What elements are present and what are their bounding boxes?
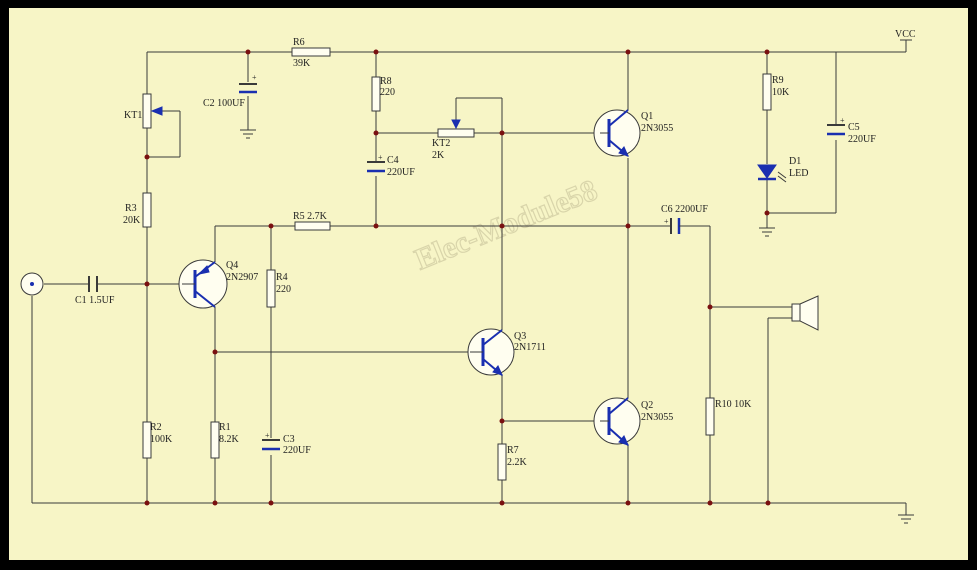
- r5-label: R5 2.7K: [293, 211, 328, 222]
- q1-type: 2N3055: [641, 123, 673, 134]
- svg-text:+: +: [664, 217, 669, 226]
- svg-text:+: +: [378, 153, 383, 162]
- r4-name: R4: [276, 272, 288, 283]
- vcc-label: VCC: [895, 29, 916, 40]
- junction-dots: [144, 49, 771, 506]
- r9-value: 10K: [772, 87, 790, 98]
- r7-value: 2.2K: [507, 457, 528, 468]
- resistor-r10: R10 10K: [705, 397, 752, 436]
- r8-value: 220: [380, 87, 395, 98]
- r8-name: R8: [380, 76, 392, 87]
- r4-value: 220: [276, 284, 291, 295]
- ground-symbol-led: [759, 227, 775, 237]
- resistor-r7: R7 2.2K: [497, 443, 528, 481]
- r6-value: 39K: [293, 58, 311, 69]
- c4-value: 220UF: [387, 167, 415, 178]
- watermark: Elec-Module58: [410, 173, 602, 276]
- resistor-r5: R5 2.7K: [293, 211, 331, 231]
- led-d1: D1 LED: [757, 156, 808, 183]
- input-jack: [20, 272, 44, 296]
- q3-name: Q3: [514, 331, 526, 342]
- ground-symbol-c2: [240, 129, 256, 139]
- c4-name: C4: [387, 155, 399, 166]
- q1-name: Q1: [641, 111, 653, 122]
- q2-name: Q2: [641, 400, 653, 411]
- capacitor-c6: + C6 2200UF: [661, 204, 708, 234]
- r3-value: 20K: [123, 215, 141, 226]
- transistor-q2: Q2 2N3055: [593, 397, 673, 446]
- svg-text:+: +: [840, 116, 845, 125]
- c1-label: C1 1.5UF: [75, 295, 115, 306]
- ground-symbol-main: [898, 514, 914, 524]
- transistor-q4: Q4 2N2907: [178, 259, 258, 309]
- resistor-r8: R8 220: [371, 76, 395, 112]
- resistor-r1: R1 8.2K: [210, 421, 240, 459]
- r7-name: R7: [507, 445, 519, 456]
- c5-name: C5: [848, 122, 860, 133]
- c3-name: C3: [283, 434, 295, 445]
- svg-text:+: +: [252, 73, 257, 82]
- resistor-r4: R4 220: [266, 269, 291, 308]
- resistor-r9: R9 10K: [762, 73, 790, 111]
- speaker-icon: [791, 295, 819, 331]
- resistor-r6: R6 39K: [291, 37, 331, 69]
- capacitor-c5: + C5 220UF: [827, 116, 876, 145]
- r9-name: R9: [772, 75, 784, 86]
- transistor-q1: Q1 2N3055: [593, 109, 673, 157]
- capacitor-c3: + C3 220UF: [262, 431, 311, 456]
- kt1-label: KT1: [124, 110, 142, 121]
- capacitor-c4: + C4 220UF: [367, 153, 415, 178]
- r2-value: 100K: [150, 434, 173, 445]
- c6-label: C6 2200UF: [661, 204, 708, 215]
- c3-value: 220UF: [283, 445, 311, 456]
- svg-text:+: +: [265, 431, 270, 440]
- q2-type: 2N3055: [641, 412, 673, 423]
- kt2-name: KT2: [432, 138, 450, 149]
- capacitor-c1: C1 1.5UF: [75, 276, 115, 306]
- r3-name: R3: [125, 203, 137, 214]
- transistor-q3: Q3 2N1711: [467, 328, 546, 376]
- capacitor-c2: + C2 100UF: [203, 73, 257, 109]
- c5-value: 220UF: [848, 134, 876, 145]
- kt2-value: 2K: [432, 150, 445, 161]
- r10-label: R10 10K: [715, 399, 752, 410]
- resistor-r2: R2 100K: [142, 421, 173, 459]
- d1-value: LED: [789, 168, 808, 179]
- r1-value: 8.2K: [219, 434, 240, 445]
- potentiometer-kt1: KT1: [124, 93, 163, 129]
- q4-name: Q4: [226, 260, 238, 271]
- q4-type: 2N2907: [226, 272, 258, 283]
- r1-name: R1: [219, 422, 231, 433]
- resistor-r3: R3 20K: [123, 192, 152, 228]
- potentiometer-kt2: KT2 2K: [432, 119, 475, 161]
- c2-label: C2 100UF: [203, 98, 245, 109]
- r6-name: R6: [293, 37, 305, 48]
- wires: [31, 39, 912, 515]
- q3-type: 2N1711: [514, 342, 546, 353]
- r2-name: R2: [150, 422, 162, 433]
- d1-name: D1: [789, 156, 801, 167]
